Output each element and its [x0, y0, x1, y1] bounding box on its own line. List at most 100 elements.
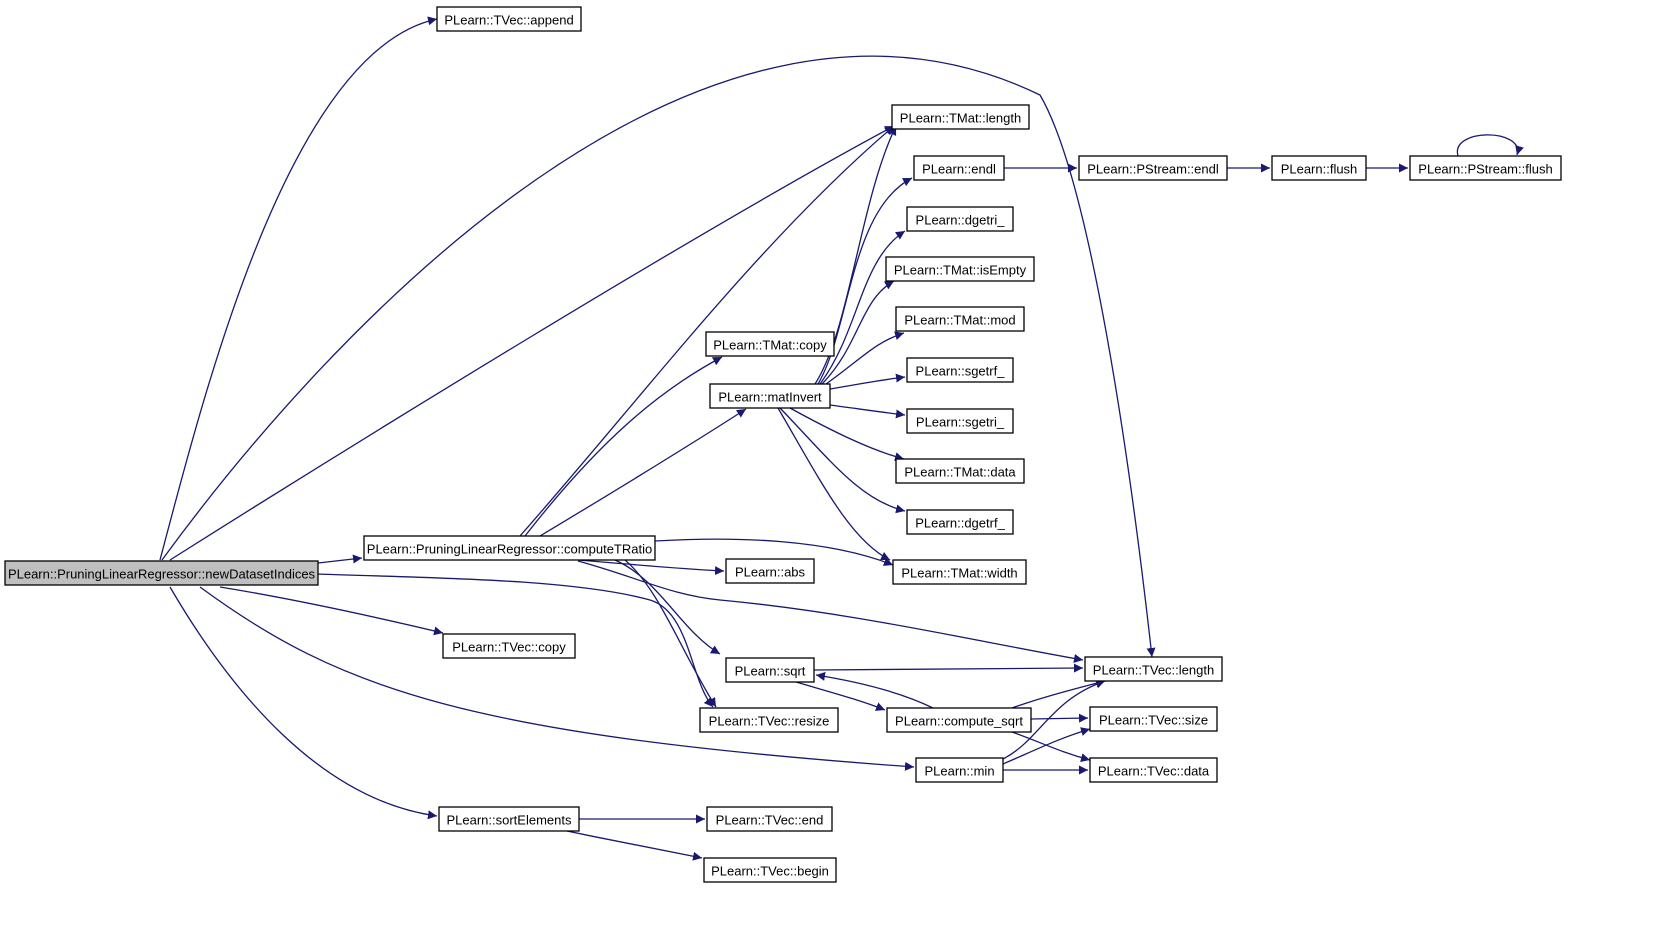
node-root[interactable]: PLearn::PruningLinearRegressor::newDatas… [4, 560, 319, 586]
node-label: PLearn::TMat::width [901, 566, 1017, 581]
edge-min-to-tvec-size [1002, 727, 1091, 765]
node-label: PLearn::TMat::isEmpty [894, 263, 1027, 278]
node-box [442, 633, 576, 659]
node-label: PLearn::TVec::data [1098, 764, 1210, 779]
edge-root-to-sort-elements [169, 586, 438, 820]
node-compute-sqrt[interactable]: PLearn::compute_sqrt [886, 707, 1032, 733]
node-pstream-endl[interactable]: PLearn::PStream::endl [1078, 155, 1228, 181]
edge-sqrt-to-tvec-length [813, 663, 1084, 673]
edge-compute-tratio-to-tvec-resize [624, 559, 717, 708]
node-tvec-end[interactable]: PLearn::TVec::end [706, 806, 833, 832]
nodes-layer: PLearn::PruningLinearRegressor::newDatas… [4, 6, 1562, 883]
node-box [885, 256, 1035, 282]
node-tvec-length[interactable]: PLearn::TVec::length [1084, 656, 1223, 682]
node-box [915, 757, 1004, 783]
node-abs[interactable]: PLearn::abs [725, 558, 815, 584]
edge-compute-sqrt-to-sqrt [815, 671, 934, 709]
node-sqrt[interactable]: PLearn::sqrt [725, 657, 815, 683]
node-tmat-width[interactable]: PLearn::TMat::width [892, 559, 1027, 585]
node-box [906, 357, 1014, 383]
edge-compute-tratio-to-abs [577, 559, 725, 576]
node-box [705, 331, 835, 357]
node-label: PLearn::sgetrf_ [916, 364, 1006, 379]
edge-mat-invert-to-dgetri [819, 230, 906, 385]
node-label: PLearn::flush [1281, 162, 1358, 177]
node-compute-tratio[interactable]: PLearn::PruningLinearRegressor::computeT… [363, 535, 656, 561]
node-label: PLearn::sortElements [446, 813, 572, 828]
node-box [699, 707, 839, 733]
edge-root-to-compute-tratio [317, 554, 363, 564]
node-tmat-length[interactable]: PLearn::TMat::length [891, 104, 1030, 130]
edge-min-to-tvec-length [1002, 679, 1106, 760]
node-box [703, 857, 837, 883]
edge-root-to-tmat-length [169, 125, 895, 561]
node-box [1089, 706, 1218, 732]
edge-mat-invert-to-sgetri [829, 404, 906, 419]
node-min[interactable]: PLearn::min [915, 757, 1004, 783]
edge-compute-tratio-to-tmat-length [519, 125, 895, 537]
node-tmat-data[interactable]: PLearn::TMat::data [895, 458, 1025, 484]
node-box [895, 458, 1025, 484]
node-tmat-isempty[interactable]: PLearn::TMat::isEmpty [885, 256, 1035, 282]
edge-compute-tratio-to-mat-invert [539, 408, 747, 537]
node-label: PLearn::TMat::copy [713, 338, 827, 353]
node-pstream-flush[interactable]: PLearn::PStream::flush [1409, 155, 1562, 181]
node-flush[interactable]: PLearn::flush [1271, 155, 1367, 181]
edge-compute-sqrt-to-tvec-length [1011, 678, 1106, 709]
node-sort-elements[interactable]: PLearn::sortElements [438, 806, 580, 832]
edge-root-to-tvec-resize [317, 573, 714, 708]
node-dgetri[interactable]: PLearn::dgetri_ [906, 206, 1014, 232]
edge-root-to-tvec-copy [219, 586, 444, 636]
edge-compute-tratio-to-sqrt [614, 559, 721, 655]
node-label: PLearn::PruningLinearRegressor::newDatas… [8, 567, 316, 582]
node-box [363, 535, 656, 561]
node-label: PLearn::abs [735, 565, 806, 580]
node-mat-invert[interactable]: PLearn::matInvert [709, 383, 831, 409]
node-sgetrf[interactable]: PLearn::sgetrf_ [906, 357, 1014, 383]
node-label: PLearn::TVec::length [1093, 663, 1214, 678]
node-box [895, 306, 1025, 332]
node-tmat-copy[interactable]: PLearn::TMat::copy [705, 331, 835, 357]
edge-sort-elements-to-tvec-begin [566, 830, 703, 861]
edge-mat-invert-to-sgetrf [829, 373, 906, 390]
node-box [913, 155, 1005, 181]
edge-mat-invert-to-tmat-length [814, 125, 897, 385]
edge-mat-invert-to-dgetrf [779, 407, 906, 514]
node-box [891, 104, 1030, 130]
node-label: PLearn::TVec::size [1099, 713, 1208, 728]
node-label: PLearn::PStream::flush [1418, 162, 1552, 177]
edge-mat-invert-to-tmat-data [789, 407, 905, 462]
edge-mat-invert-to-tmat-width [777, 407, 891, 561]
edge-mat-invert-to-tmat-mod [825, 331, 905, 385]
node-label: PLearn::TMat::data [904, 465, 1016, 480]
node-label: PLearn::min [924, 764, 994, 779]
node-box [886, 707, 1032, 733]
node-dgetrf[interactable]: PLearn::dgetrf_ [906, 509, 1014, 535]
edge-sqrt-to-compute-sqrt [795, 681, 886, 711]
node-sgetri[interactable]: PLearn::sgetri_ [906, 408, 1014, 434]
node-tvec-data[interactable]: PLearn::TVec::data [1089, 757, 1218, 783]
node-box [1084, 656, 1223, 682]
edge-compute-tratio-to-tmat-copy [524, 356, 723, 537]
node-tvec-size[interactable]: PLearn::TVec::size [1089, 706, 1218, 732]
node-label: PLearn::TVec::append [444, 13, 573, 28]
node-label: PLearn::endl [922, 162, 996, 177]
node-box [906, 509, 1014, 535]
node-tmat-mod[interactable]: PLearn::TMat::mod [895, 306, 1025, 332]
node-box [892, 559, 1027, 585]
node-box [4, 560, 319, 586]
edge-root-to-tvec-append [159, 16, 438, 561]
edge-compute-sqrt-to-tvec-size [1030, 713, 1089, 723]
node-endl[interactable]: PLearn::endl [913, 155, 1005, 181]
node-box [725, 657, 815, 683]
edge-pstream-flush-to-pstream-flush [1456, 134, 1524, 157]
node-box [906, 408, 1014, 434]
edge-compute-tratio-to-tvec-length [577, 560, 1084, 663]
node-tvec-begin[interactable]: PLearn::TVec::begin [703, 857, 837, 883]
node-box [1078, 155, 1228, 181]
node-tvec-resize[interactable]: PLearn::TVec::resize [699, 707, 839, 733]
node-tvec-copy[interactable]: PLearn::TVec::copy [442, 633, 576, 659]
node-tvec-append[interactable]: PLearn::TVec::append [436, 6, 582, 32]
node-label: PLearn::dgetri_ [916, 213, 1006, 228]
